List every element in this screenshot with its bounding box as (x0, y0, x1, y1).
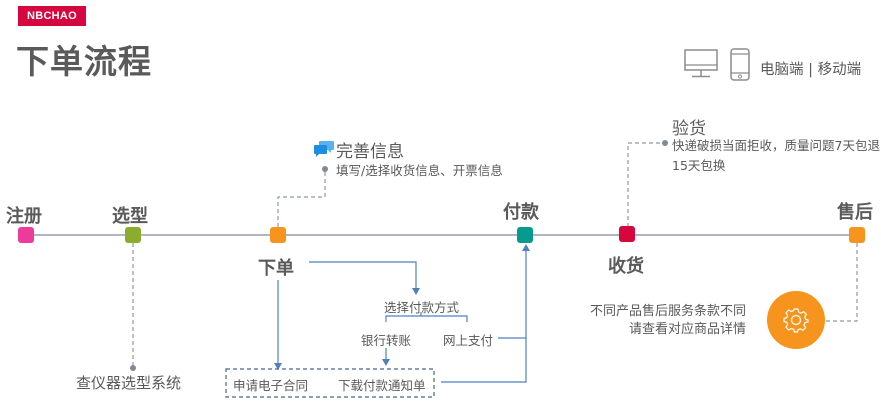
callout-complete-info-desc: 填写/选择收货信息、开票信息 (336, 163, 503, 178)
download-notice-button[interactable]: 下载付款通知单 (338, 378, 426, 393)
dashed-connector-inspection (627, 142, 663, 227)
mobile-phone-icon (730, 48, 750, 81)
chat-bubbles-icon (314, 141, 334, 157)
stage-node-select[interactable] (125, 227, 141, 243)
stage-node-aftersale[interactable] (849, 227, 865, 243)
dashed-connector-info (277, 171, 326, 227)
brand-logo: NBCHAO (18, 6, 86, 26)
stage-label-pay: 付款 (503, 202, 539, 223)
stage-label-order: 下单 (258, 258, 294, 279)
stage-label-aftersale: 售后 (837, 202, 873, 223)
dashed-connector-aftersale (826, 243, 858, 322)
stage-node-pay[interactable] (517, 227, 533, 243)
online-payment-option[interactable]: 网上支付 (443, 333, 494, 348)
stage-label-register: 注册 (6, 206, 42, 227)
aftersale-note-line1: 不同产品售后服务条款不同 (589, 304, 746, 319)
callout-inspection-desc-line2: 15天包换 (672, 158, 726, 173)
aftersale-gear-button[interactable] (767, 291, 825, 349)
platform-label: 电脑端 | 移动端 (760, 62, 862, 78)
stage-node-order[interactable] (270, 227, 286, 243)
selection-system-link[interactable]: 查仪器选型系统 (76, 374, 182, 392)
page-title: 下单流程 (16, 42, 152, 81)
aftersale-note: 不同产品售后服务条款不同 请查看对应商品详情 (590, 303, 746, 339)
document-box (225, 368, 435, 398)
stage-node-receive[interactable] (619, 226, 635, 242)
stage-label-select: 选型 (112, 206, 148, 227)
bank-transfer-option[interactable]: 银行转账 (361, 333, 412, 348)
stage-label-receive: 收货 (608, 256, 644, 277)
gear-icon (783, 308, 809, 333)
desktop-monitor-icon (684, 49, 718, 78)
apply-contract-button[interactable]: 申请电子合同 (233, 378, 309, 393)
stage-node-register[interactable] (18, 227, 34, 243)
choose-payment-method: 选择付款方式 (384, 300, 460, 315)
callout-inspection-title: 验货 (672, 119, 706, 139)
callout-inspection-desc-line1: 快递破损当面拒收，质量问题7天包退 (672, 138, 880, 153)
aftersale-note-line2: 请查看对应商品详情 (628, 322, 746, 337)
callout-complete-info-title: 完善信息 (336, 142, 404, 162)
